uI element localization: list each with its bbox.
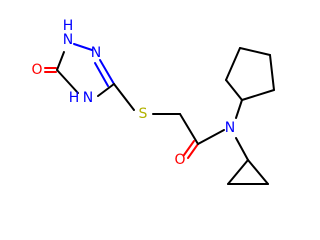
molecule-structure: O N H N N H S N O (31, 18, 275, 185)
bond-ch2-c-amide (179, 113, 199, 145)
bond-cp-2 (225, 47, 241, 81)
atom-n-amide: N (225, 120, 235, 136)
atom-n-ring-2: N (91, 45, 101, 61)
bond-c-amide-o-double (183, 140, 195, 156)
bond-n-cyclopropyl (235, 137, 249, 161)
bond-n2-c3 (99, 59, 115, 85)
bond-n1-n2 (73, 43, 93, 51)
bond-cpr-1 (227, 159, 249, 185)
bond-cpr-3 (247, 159, 269, 185)
bond-n-cyclopentyl (235, 99, 243, 119)
atom-n-ring-1: N (63, 32, 73, 48)
bond-n2-c3-double (94, 62, 109, 87)
bond-cp-3 (239, 47, 271, 56)
bond-c-amide-o (187, 143, 199, 159)
bond-cp-5 (241, 89, 275, 101)
bond-c3-n4 (97, 83, 115, 97)
bond-c-amide-n (197, 129, 225, 145)
bond-cp-1 (225, 79, 243, 101)
atom-h-ring-1: H (63, 18, 74, 34)
atom-h-ring-4: H (69, 90, 80, 106)
atom-o-amide: O (174, 152, 185, 168)
atom-s: S (139, 106, 148, 122)
atom-n-ring-4: N (83, 90, 93, 106)
bond-n4-c5 (56, 69, 79, 94)
atom-o-ring: O (31, 62, 42, 78)
bond-c5-n1 (56, 51, 65, 71)
bond-c3-s (113, 83, 135, 111)
bond-cp-4 (269, 54, 275, 91)
